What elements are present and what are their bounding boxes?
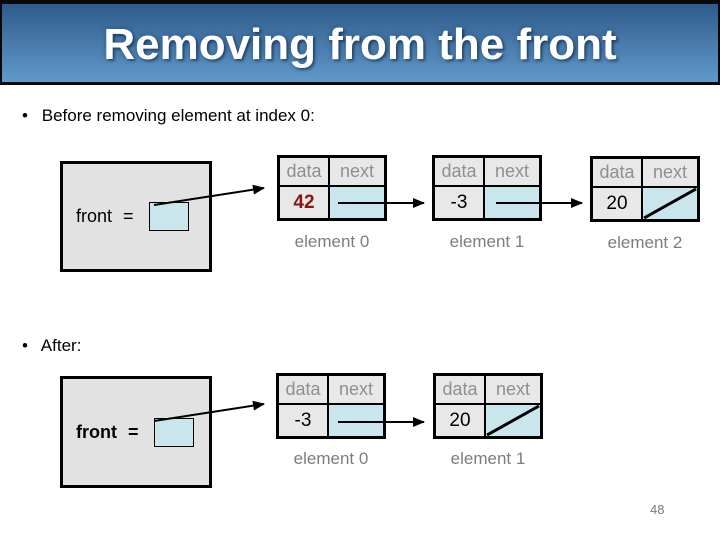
node-data-header: data <box>593 159 641 186</box>
node-data-header: data <box>279 376 327 403</box>
front-pointer-box <box>153 417 194 447</box>
front-text: front <box>76 421 117 442</box>
node-data-header: data <box>435 158 483 185</box>
bullet-after-text: After: <box>40 336 82 355</box>
bullet-after: • After: <box>22 336 81 356</box>
equals-text: = <box>127 421 139 442</box>
front-text: front <box>76 206 113 226</box>
front-variable-box-after: front = <box>60 376 212 488</box>
element-label: element 2 <box>607 233 683 252</box>
node-data-header: data <box>436 376 484 403</box>
node-data-header: data <box>280 158 328 185</box>
front-pointer-box <box>148 202 189 231</box>
element-label: element 0 <box>294 232 370 251</box>
node-next-pointer <box>643 188 697 219</box>
slide-title: Removing from the front <box>103 20 617 69</box>
element-label: element 1 <box>449 232 525 251</box>
node-next-pointer <box>329 405 383 436</box>
bullet-icon: • <box>22 106 28 125</box>
node-data-value: -3 <box>435 187 483 218</box>
node-before-0: data next 42 <box>277 155 387 221</box>
node-data-value: -3 <box>279 405 327 436</box>
node-data-value: 20 <box>436 405 484 436</box>
front-variable-label: front = <box>76 206 134 227</box>
node-after-1: data next 20 <box>433 373 543 439</box>
bullet-before: • Before removing element at index 0: <box>22 106 315 126</box>
node-data-value: 20 <box>593 188 641 219</box>
null-diagonal-icon <box>643 188 697 219</box>
node-next-header: next <box>329 376 383 403</box>
element-label: element 0 <box>293 449 369 468</box>
node-next-header: next <box>485 158 539 185</box>
node-before-2: data next 20 <box>590 156 700 222</box>
node-next-header: next <box>330 158 384 185</box>
node-next-pointer <box>485 187 539 218</box>
element-label: element 1 <box>450 449 526 468</box>
equals-text: = <box>123 206 134 226</box>
title-banner: Removing from the front <box>0 0 720 85</box>
node-next-pointer <box>486 405 540 436</box>
front-variable-box-before: front = <box>60 161 212 272</box>
bullet-before-text: Before removing element at index 0: <box>41 106 315 125</box>
front-variable-label: front = <box>76 422 139 443</box>
node-before-1: data next -3 <box>432 155 542 221</box>
node-next-header: next <box>486 376 540 403</box>
node-next-pointer <box>330 187 384 218</box>
bullet-icon: • <box>22 336 28 355</box>
node-next-header: next <box>643 159 697 186</box>
null-diagonal-icon <box>486 405 540 436</box>
node-after-0: data next -3 <box>276 373 386 439</box>
node-data-value: 42 <box>280 187 328 218</box>
page-number: 48 <box>650 502 665 517</box>
